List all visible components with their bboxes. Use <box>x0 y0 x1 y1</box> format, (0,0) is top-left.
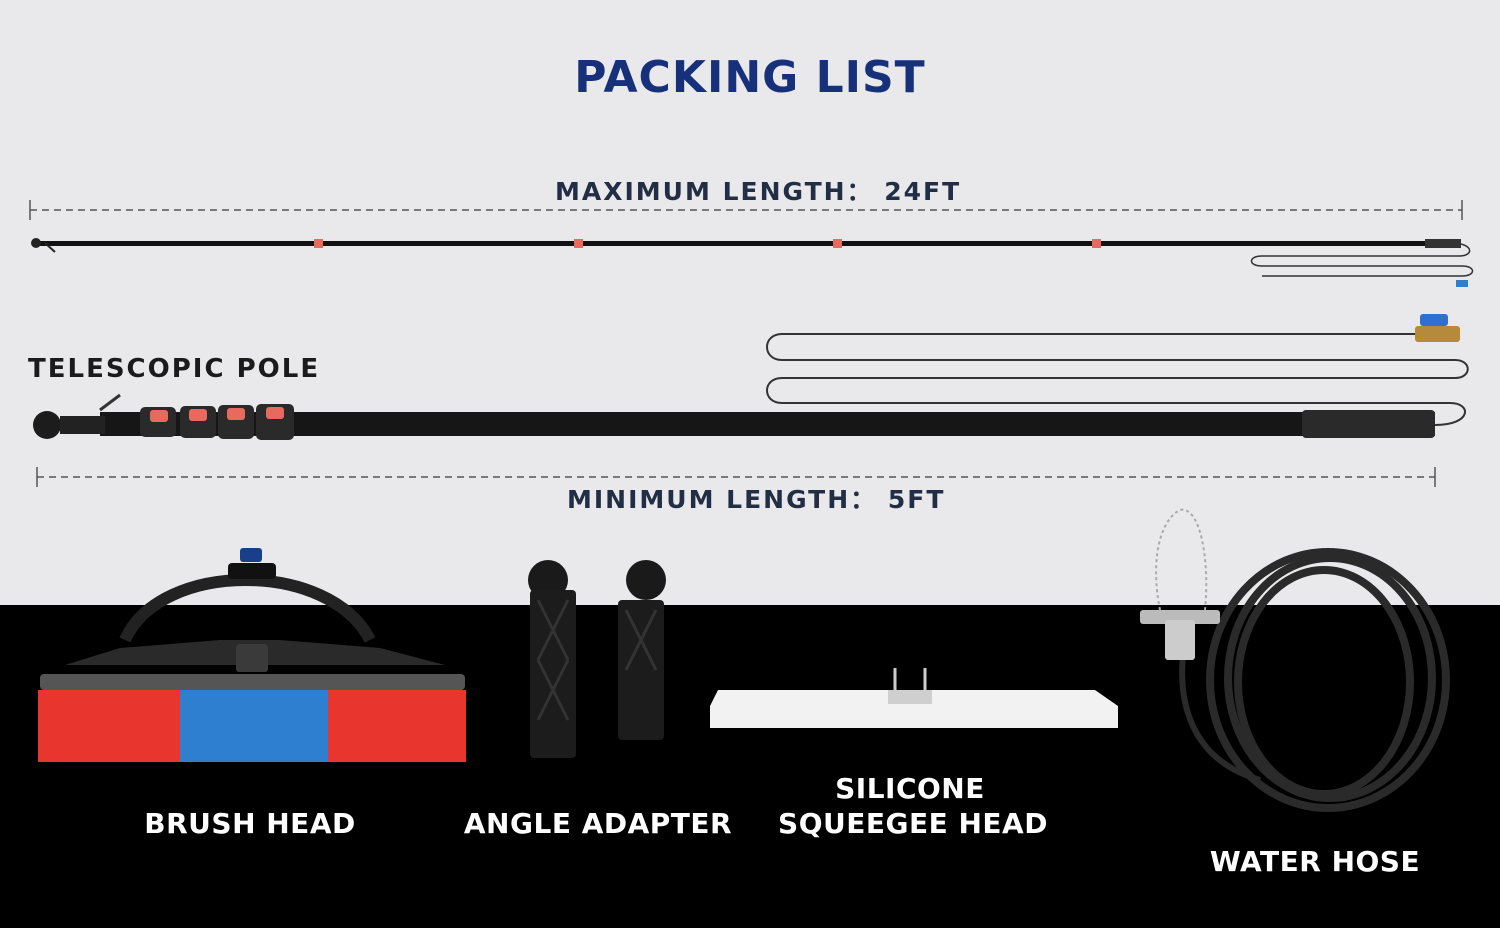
brush-head-image <box>38 548 466 762</box>
min-length-label: MINIMUM LENGTH： 5FT <box>567 485 946 514</box>
light-background <box>0 0 1500 605</box>
min-dimension-line <box>36 467 1436 487</box>
extended-pole <box>31 238 1474 287</box>
silicone-squeegee-image <box>710 668 1118 728</box>
page-title: PACKING LIST <box>574 52 926 103</box>
telescopic-pole-label: TELESCOPIC POLE <box>28 354 321 384</box>
water-hose-image <box>1140 508 1450 812</box>
max-length-label: MAXIMUM LENGTH： 24FT <box>555 177 962 206</box>
squeegee-label-line2: SQUEEGEE HEAD <box>778 807 1048 840</box>
max-dimension-line <box>29 200 1463 220</box>
brush-head-label: BRUSH HEAD <box>144 807 356 840</box>
angle-adapter-image <box>528 560 666 758</box>
angle-adapter-label: ANGLE ADAPTER <box>463 807 733 840</box>
water-hose-label: WATER HOSE <box>1209 845 1421 878</box>
squeegee-label-line1: SILICONE <box>835 772 985 805</box>
collapsed-pole <box>33 314 1469 440</box>
